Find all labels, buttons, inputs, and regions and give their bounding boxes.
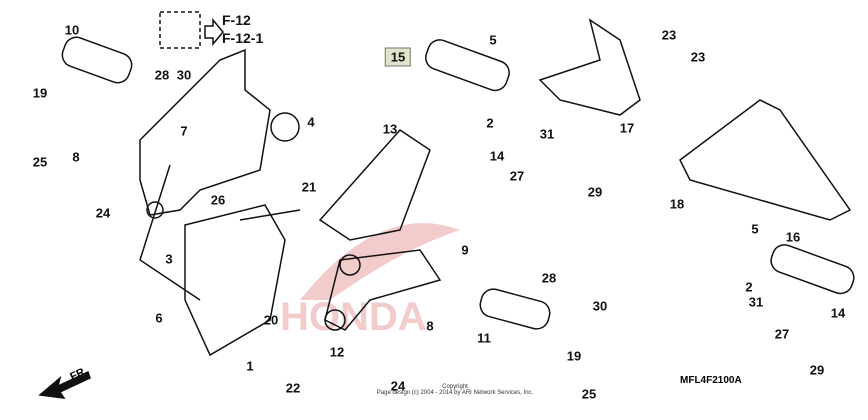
lower-bracket [679, 99, 852, 221]
callout[interactable]: 4 [307, 114, 315, 130]
callout[interactable]: 25 [581, 386, 597, 402]
callout[interactable]: 29 [809, 362, 825, 378]
callout[interactable]: 30 [592, 298, 608, 314]
callout[interactable]: 30 [176, 67, 192, 83]
reference-f12-1[interactable]: F-12-1 [222, 30, 264, 46]
callout[interactable]: 5 [751, 221, 759, 237]
callout[interactable]: 26 [210, 192, 226, 208]
callout[interactable]: 19 [32, 85, 48, 101]
callout[interactable]: 23 [661, 27, 677, 43]
callout[interactable]: 10 [64, 22, 80, 38]
callout[interactable]: 24 [95, 205, 111, 221]
footpeg-right [770, 244, 855, 295]
main-step-bracket [139, 48, 271, 216]
callout-highlighted[interactable]: 15 [384, 47, 412, 67]
callout[interactable]: 16 [785, 229, 801, 245]
callout[interactable]: 28 [154, 67, 170, 83]
honda-wing-watermark: HONDA [280, 223, 460, 339]
heel-guard-right [318, 129, 431, 241]
callout[interactable]: 3 [165, 251, 173, 267]
upper-bracket [538, 18, 641, 116]
callout[interactable]: 13 [382, 121, 398, 137]
fr-arrow [38, 370, 91, 399]
callout[interactable]: 31 [539, 126, 555, 142]
diagram-code: MFL4F2100A [680, 375, 742, 386]
callout[interactable]: 11 [477, 330, 491, 346]
callout[interactable]: 29 [587, 184, 603, 200]
callout[interactable]: 17 [619, 120, 635, 136]
callout[interactable]: 8 [426, 318, 434, 334]
callout[interactable]: 28 [541, 270, 557, 286]
callout[interactable]: 12 [329, 344, 345, 360]
heel-guard-left [184, 204, 286, 357]
callout[interactable]: 27 [509, 168, 525, 184]
callout[interactable]: 23 [690, 49, 706, 65]
svg-text:HONDA: HONDA [280, 295, 427, 339]
callout[interactable]: 9 [461, 242, 469, 258]
callout[interactable]: 1 [246, 358, 254, 374]
callout[interactable]: 21 [301, 179, 317, 195]
callout[interactable]: 18 [669, 196, 685, 212]
footpeg-top [425, 39, 510, 92]
callout[interactable]: 6 [155, 310, 163, 326]
callout[interactable]: 22 [285, 380, 301, 396]
callout[interactable]: 2 [486, 115, 494, 131]
callout[interactable]: 27 [774, 326, 790, 342]
footpeg-center [479, 288, 551, 330]
footpeg-left [61, 36, 133, 84]
callout[interactable]: 24 [390, 378, 406, 394]
copyright-line2: Page design (c) 2004 - 2014 by ARI Netwo… [376, 390, 534, 396]
callout[interactable]: 25 [32, 154, 48, 170]
callout[interactable]: 20 [263, 312, 279, 328]
reference-f12[interactable]: F-12 [222, 12, 251, 28]
copyright-line1: Copyright [442, 384, 468, 390]
callout[interactable]: 14 [830, 305, 846, 321]
callout[interactable]: 7 [180, 123, 188, 139]
callout[interactable]: 14 [489, 148, 505, 164]
callout[interactable]: 5 [489, 32, 497, 48]
copyright: Copyright Page design (c) 2004 - 2014 by… [360, 384, 550, 396]
callout[interactable]: 19 [566, 348, 582, 364]
callout[interactable]: 31 [748, 294, 764, 310]
callout[interactable]: 2 [745, 279, 753, 295]
callout[interactable]: 8 [72, 149, 80, 165]
